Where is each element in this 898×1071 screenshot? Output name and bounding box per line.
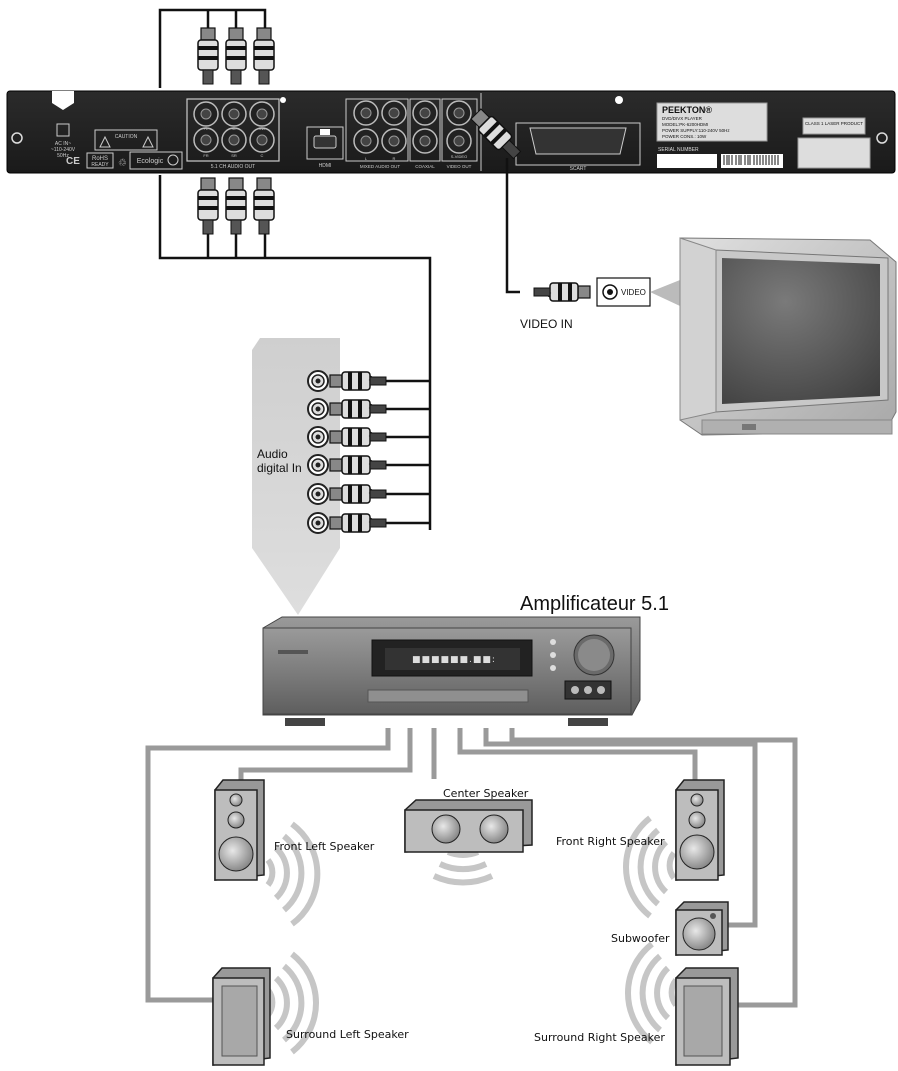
amplifier: ■■■■■■.■■: [262,616,641,726]
coaxial-label: COAXIAL [415,164,435,169]
audio-51-block [186,98,280,162]
serial-label: SERIAL NUMBER [658,147,699,153]
front-right-label: Front Right Speaker [556,835,665,848]
audio-51-label: 5.1 CH AUDIO OUT [211,164,255,170]
hdmi-logo-icon [320,129,330,135]
input-cable-feeds [386,379,430,525]
port-fr: FR [203,153,208,158]
front-right-speaker [675,779,725,881]
rohs-badge [86,152,114,169]
amp-led-1 [550,639,556,645]
sound-waves [265,815,679,1055]
barcode-lines [723,155,779,165]
tv-screen [722,258,880,404]
port-c: C [261,153,264,158]
port-fl: FL [204,126,209,131]
rohs-ready-text: READY [91,162,109,168]
model-line-1: DVD/DIVX PLAYER [662,116,703,121]
port-r: R [393,156,396,161]
surround-left-label: Surround Left Speaker [286,1028,409,1041]
rca-plugs-top [197,27,275,85]
port-sr: SR [231,153,237,158]
barcode [721,154,783,168]
audio-digital-in-label: Audio digital In [257,447,302,475]
warning-icon [99,135,111,148]
dvd-player-rear-panel: AC IN~ ~110-240V 50Hz CAUTION CE RoHS RE… [6,90,896,174]
television [679,237,897,436]
hdmi-port-icon [313,135,337,149]
scart-label: SCART [570,166,587,172]
power-icon [56,123,70,137]
amplifier-title: Amplificateur 5.1 [520,593,669,615]
center-speaker [404,799,533,853]
panel-dot [280,97,286,103]
speaker-wiring [145,728,798,1008]
scart-block [515,122,641,166]
tv-pointer [650,280,680,306]
surround-right-label: Surround Right Speaker [534,1031,665,1044]
video-out-block [441,98,478,162]
port-l: L [365,156,368,161]
subwoofer-label: Subwoofer [611,932,670,945]
audio-cable-bundle [158,8,432,530]
coaxial-block [409,98,441,162]
caution-label-box [94,129,158,151]
center-label: Center Speaker [443,787,529,800]
surround-right-speaker [675,967,739,1066]
video-out-label: VIDEO OUT [447,164,472,169]
hdmi-block [306,126,344,160]
model-sticker [656,102,768,142]
scart-port-icon [529,127,627,155]
port-sl: SL [232,126,238,131]
model-line-2: MODEL:PK-6200HDMI [662,122,708,127]
model-line-3: POWER SUPPLY:110-240V 50Hz [662,128,730,133]
surround-left-speaker [212,967,271,1066]
dolby-label [797,137,871,169]
front-left-speaker [214,779,265,881]
weee-bin-icon: ♲ [118,158,127,169]
laser-badge [802,117,866,135]
brand-logo: PEEKTON® [662,105,712,115]
ecologic-logo-icon [167,154,179,166]
laser-text: CLASS 1 LASER PRODUCT [805,121,863,126]
hdmi-label: HDMI [319,163,332,169]
tv-video-jack: VIDEO [596,277,651,307]
model-line-4: POWER CONS.: 10W [662,134,707,139]
power-spec-3: 50Hz [57,153,69,159]
screw-left [11,132,23,144]
rca-plugs-bottom [197,177,275,235]
port-sw: SW [259,126,266,131]
serial-box [657,154,717,168]
ce-mark-icon: CE [66,156,80,167]
video-cable [470,108,591,302]
video-plug-tv [533,282,591,302]
caution-text: CAUTION [115,134,138,140]
mixed-audio-block [345,98,409,162]
amp-led-2 [550,652,556,658]
power-spec-2: ~110-240V [51,147,76,153]
screw-right [876,132,888,144]
mixed-audio-label: MIXED AUDIO OUT [360,164,401,169]
svideo-label: S-VIDEO [451,154,467,159]
ecologic-text: Ecologic [137,158,164,165]
panel-dot-2 [615,96,623,104]
amp-display-segments: ■■■■■■.■■: [412,655,496,665]
video-plug-panel [470,108,522,160]
rohs-text: RoHS [92,156,108,162]
video-in-label: VIDEO IN [520,317,573,331]
subwoofer-speaker [675,901,729,956]
ecologic-badge [129,151,183,170]
power-spec-1: AC IN~ [55,141,71,147]
video-jack-label: VIDEO [621,288,646,297]
amp-led-3 [550,665,556,671]
warning-icon-2 [142,135,154,148]
front-left-label: Front Left Speaker [274,840,375,853]
